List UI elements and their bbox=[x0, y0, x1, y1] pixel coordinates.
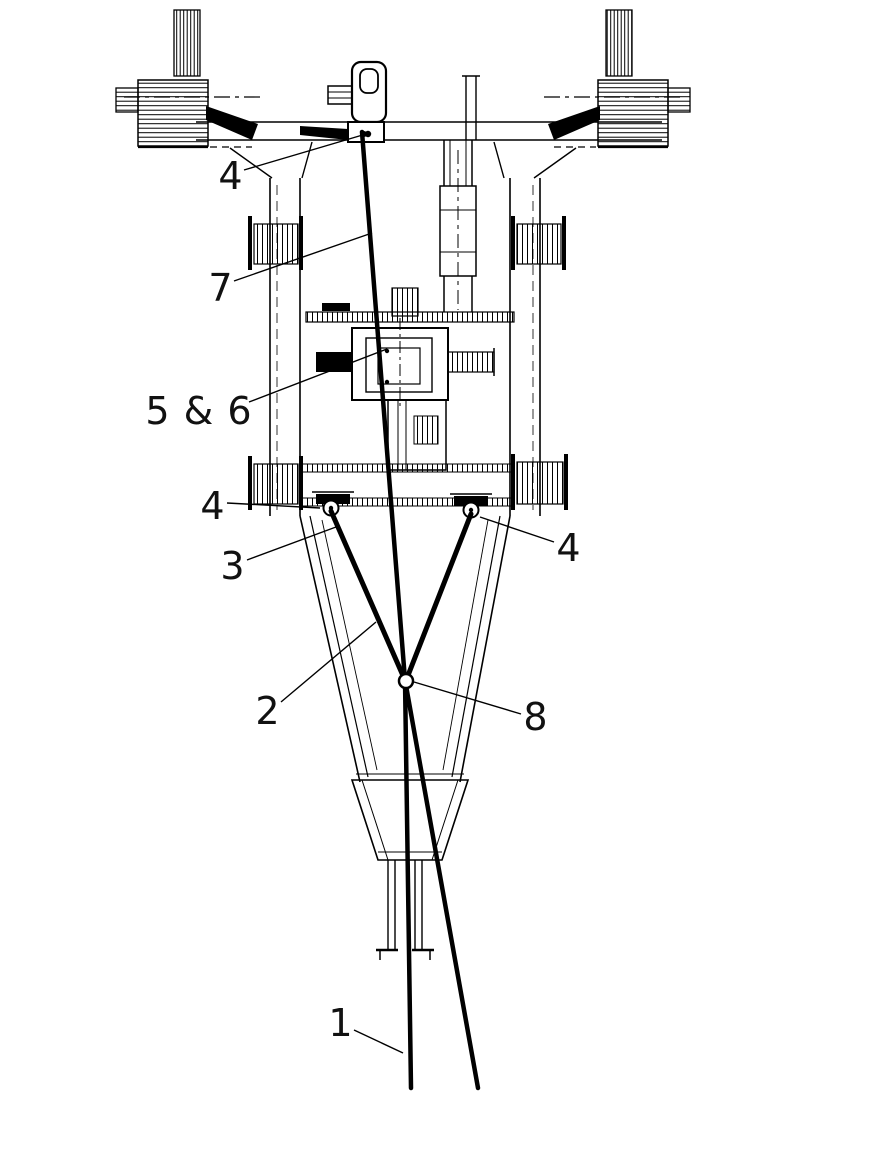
callout-7: 7 bbox=[208, 266, 234, 310]
leader-3 bbox=[246, 526, 337, 561]
leader-lines bbox=[226, 133, 555, 1054]
leader-2 bbox=[280, 621, 377, 703]
rail-clamps bbox=[248, 216, 568, 510]
callout-4-right: 4 bbox=[556, 526, 582, 570]
right-wheel-assembly bbox=[493, 9, 691, 179]
leader-7 bbox=[233, 232, 373, 282]
cables bbox=[328, 129, 481, 1091]
callout-8: 8 bbox=[523, 695, 549, 739]
center-column bbox=[439, 140, 477, 312]
callout-3: 3 bbox=[220, 544, 246, 588]
leader-1 bbox=[353, 1029, 404, 1054]
cable-junction-ring bbox=[397, 672, 415, 690]
leader-4-top bbox=[243, 133, 367, 171]
leader-8 bbox=[413, 681, 522, 715]
callout-4-top: 4 bbox=[218, 154, 244, 198]
leader-4-left bbox=[226, 502, 321, 509]
gearbox bbox=[316, 287, 495, 471]
callout-5-6: 5 & 6 bbox=[145, 389, 253, 433]
leader-5-6 bbox=[248, 348, 388, 403]
hopper bbox=[350, 773, 470, 960]
callout-1: 1 bbox=[328, 1001, 354, 1045]
left-wheel-assembly bbox=[115, 9, 313, 179]
top-axle-beam bbox=[196, 75, 662, 141]
callout-2: 2 bbox=[255, 689, 281, 733]
callout-4-left: 4 bbox=[200, 484, 226, 528]
leader-4-right bbox=[479, 516, 555, 543]
